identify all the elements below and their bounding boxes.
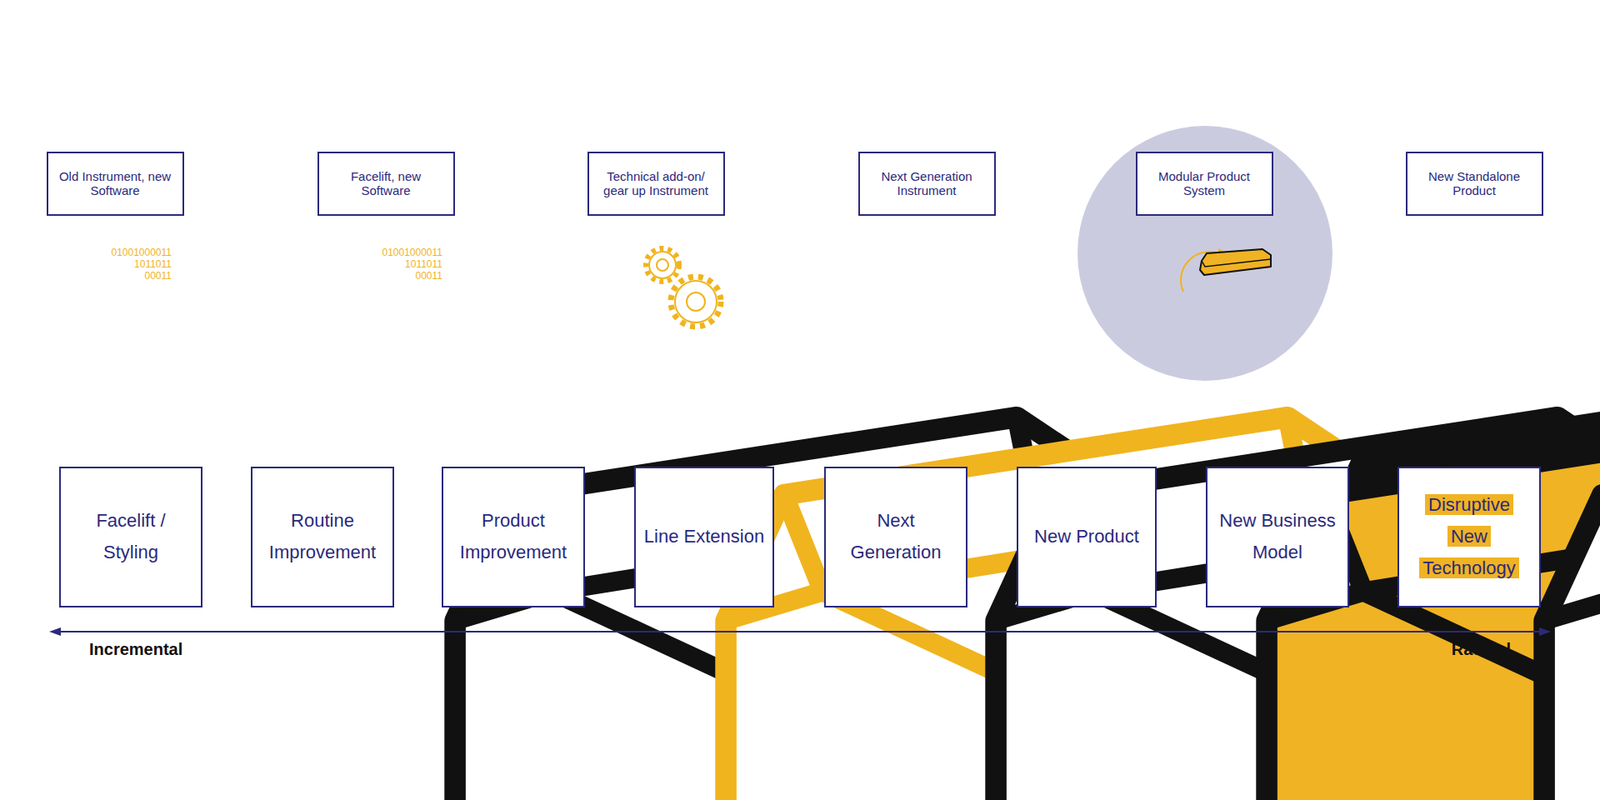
binary-code: 00011 — [145, 270, 172, 282]
arrowhead — [1539, 627, 1551, 636]
highlight-circle — [1077, 125, 1333, 381]
box-text-wrap: Facelift / Styling — [69, 505, 193, 569]
category-box: Product Improvement — [441, 466, 585, 608]
category-box: Routine Improvement — [250, 466, 395, 608]
category-box: New Product — [1016, 466, 1157, 608]
box-text-wrap: Old Instrument, new Software — [58, 169, 173, 198]
box-label: Next Generation Instrument — [870, 169, 985, 198]
box-text-wrap: Line Extension — [644, 520, 765, 553]
binary-code: 00011 — [415, 270, 443, 282]
box-text-wrap: New Business Model — [1215, 505, 1340, 569]
box-text-wrap: Next Generation — [834, 505, 958, 569]
box-label: New Product — [1034, 520, 1140, 553]
box-text-wrap: Facelift, new Software — [329, 169, 444, 198]
module — [1200, 249, 1271, 275]
example-box: Modular Product System — [1135, 151, 1274, 216]
box-label: Product Improvement — [451, 505, 575, 569]
axis-label: Radical — [1451, 640, 1511, 660]
highlighted-text: Disruptive New Technology — [1419, 494, 1519, 579]
box-label: Next Generation — [834, 505, 958, 569]
box-label: Technical add-on/ gear up Instrument — [599, 169, 714, 198]
box-label: Modular Product System — [1147, 169, 1262, 198]
box-label: Facelift, new Software — [329, 169, 444, 198]
instrument — [1544, 417, 1600, 800]
box-text-wrap: Product Improvement — [451, 505, 575, 569]
box-label: Facelift / Styling — [69, 505, 193, 569]
box-text-wrap: Routine Improvement — [260, 505, 385, 569]
box-text-wrap: Next Generation Instrument — [870, 169, 985, 198]
category-box: Line Extension — [634, 466, 775, 608]
axis-label: Incremental — [89, 640, 183, 660]
category-box: Facelift / Styling — [59, 466, 203, 608]
box-text-wrap: Modular Product System — [1147, 169, 1262, 198]
arrowhead — [49, 627, 61, 636]
example-box: Technical add-on/ gear up Instrument — [587, 151, 725, 216]
module-edge — [1201, 259, 1271, 267]
axis-line — [58, 630, 1542, 633]
binary-code: 01001000011 — [110, 246, 172, 259]
category-box: Disruptive New Technology — [1397, 466, 1541, 608]
box-text-line: Disruptive New Technology — [1407, 489, 1531, 585]
box-label: Routine Improvement — [260, 505, 385, 569]
example-box: New Standalone Product — [1405, 151, 1544, 216]
category-box: New Business Model — [1205, 466, 1350, 608]
example-box: Facelift, new Software — [317, 151, 455, 216]
binary-code: 1011011 — [134, 258, 172, 270]
example-box: Next Generation Instrument — [858, 151, 996, 216]
category-box: Next Generation — [824, 466, 968, 608]
box-label: Old Instrument, new Software — [58, 169, 173, 198]
box-text-wrap: Disruptive New Technology — [1407, 489, 1531, 585]
binary-code: 1011011 — [405, 258, 443, 270]
box-text-wrap: Technical add-on/ gear up Instrument — [599, 169, 714, 198]
box-label: Line Extension — [644, 520, 765, 553]
gears — [645, 248, 721, 327]
box-text-wrap: New Product — [1034, 520, 1140, 553]
box-text-wrap: New Standalone Product — [1417, 169, 1532, 198]
box-label: New Business Model — [1215, 505, 1340, 569]
example-box: Old Instrument, new Software — [46, 151, 185, 216]
binary-code: 01001000011 — [381, 246, 443, 259]
box-label: New Standalone Product — [1417, 169, 1532, 198]
